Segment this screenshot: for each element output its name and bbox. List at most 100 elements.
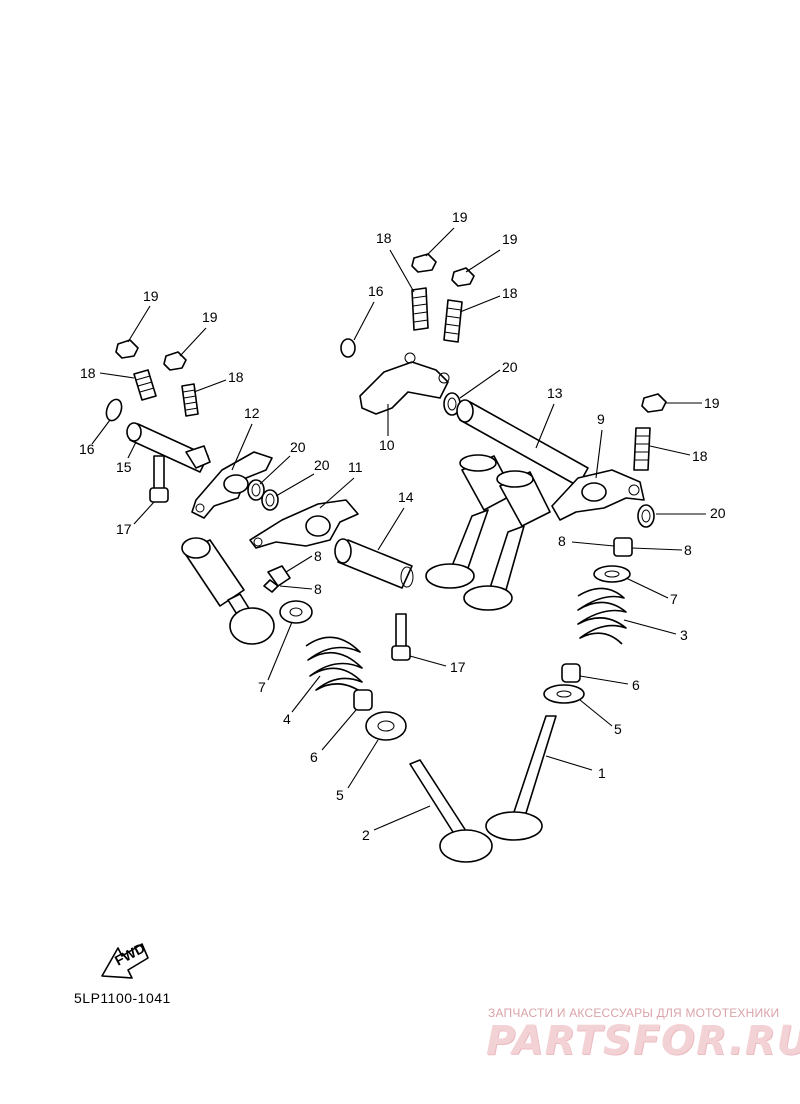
rocker-arm-9: [551, 469, 645, 521]
callout-19b: 19: [179, 309, 218, 357]
svg-text:20: 20: [314, 457, 330, 473]
spring-seat-5-left: [365, 711, 407, 741]
callout-3: 3: [623, 619, 688, 643]
svg-text:12: 12: [244, 405, 260, 421]
tappet-left: [181, 537, 275, 645]
svg-text:7: 7: [670, 591, 678, 607]
callout-11: 11: [319, 459, 363, 509]
svg-text:5: 5: [336, 787, 344, 803]
callout-17a: 17: [116, 501, 155, 537]
callout-19e: 19: [666, 395, 720, 411]
callout-18e: 18: [649, 445, 708, 464]
rocker-shaft-14: [334, 538, 414, 589]
retainer-7-left: [279, 600, 313, 624]
valve-spring-3: [577, 587, 627, 645]
callout-18d: 18: [459, 285, 518, 313]
callout-18b: 18: [193, 369, 244, 393]
retainer-7-right: [593, 565, 631, 583]
callout-10: 10: [379, 404, 395, 453]
bolt-17-right: [391, 613, 411, 661]
rocker-shaft-15: [126, 422, 211, 473]
callout-8d: 8: [631, 542, 692, 558]
callout-6b: 6: [310, 709, 357, 765]
stud-bolt-left-18b: [181, 383, 199, 417]
svg-text:19: 19: [202, 309, 218, 325]
svg-text:14: 14: [398, 489, 414, 505]
callout-20b: 20: [275, 457, 330, 497]
svg-text:20: 20: [710, 505, 726, 521]
callout-15: 15: [116, 441, 137, 475]
watermark-logo: PARTSFOR.RU: [486, 1018, 800, 1064]
callout-5b: 5: [336, 739, 379, 803]
svg-text:18: 18: [80, 365, 96, 381]
nut-left-19b: [163, 351, 187, 371]
svg-text:1: 1: [598, 765, 606, 781]
svg-text:18: 18: [502, 285, 518, 301]
svg-text:11: 11: [348, 459, 363, 475]
callout-9: 9: [595, 411, 605, 479]
svg-text:5: 5: [614, 721, 622, 737]
valve-2: [409, 759, 493, 863]
svg-text:18: 18: [692, 448, 708, 464]
bolt-17-left: [149, 455, 169, 503]
o-ring-16-center: [340, 338, 356, 358]
washer-20-left-a: [247, 479, 265, 501]
stud-bolt-18-center-b: [443, 299, 463, 343]
stud-bolt-18-right: [633, 427, 651, 471]
callout-20d: 20: [656, 505, 726, 521]
callout-7a: 7: [258, 621, 293, 695]
svg-text:16: 16: [368, 283, 384, 299]
svg-text:19: 19: [452, 209, 468, 225]
svg-text:3: 3: [680, 627, 688, 643]
svg-text:19: 19: [502, 231, 518, 247]
svg-text:19: 19: [704, 395, 720, 411]
svg-text:16: 16: [79, 441, 95, 457]
callout-18a: 18: [80, 365, 135, 381]
svg-text:17: 17: [450, 659, 466, 675]
stem-seal-6-left: [353, 689, 373, 711]
nut-left-19a: [115, 339, 139, 359]
tappet-center-a: [425, 454, 515, 589]
svg-text:8: 8: [314, 581, 322, 597]
nut-19-center-a: [411, 253, 437, 273]
watermark-caption: ЗАПЧАСТИ И АКСЕССУАРЫ ДЛЯ МОТОТЕХНИКИ: [488, 1006, 780, 1020]
callout-17b: 17: [409, 655, 466, 675]
svg-text:8: 8: [314, 548, 322, 564]
callout-16b: 16: [353, 283, 384, 341]
callout-13: 13: [535, 385, 563, 449]
callout-19a: 19: [127, 288, 159, 343]
washer-20-right: [637, 504, 655, 528]
callout-5a: 5: [579, 699, 622, 737]
tappet-center-b: [463, 470, 551, 611]
svg-text:9: 9: [597, 411, 605, 427]
svg-text:8: 8: [558, 533, 566, 549]
callout-8a: 8: [285, 548, 322, 573]
washer-20-left-b: [261, 489, 279, 511]
callout-19c: 19: [425, 209, 468, 257]
callout-12: 12: [231, 405, 260, 471]
svg-text:6: 6: [632, 677, 640, 693]
callout-6a: 6: [579, 675, 640, 693]
callout-1: 1: [545, 755, 606, 781]
stud-bolt-18-center-a: [411, 287, 429, 331]
svg-text:17: 17: [116, 521, 132, 537]
svg-text:20: 20: [502, 359, 518, 375]
valve-cotter-8-right: [613, 537, 633, 557]
rocker-arm-11: [249, 499, 359, 549]
callout-20a: 20: [259, 439, 306, 485]
svg-text:18: 18: [376, 230, 392, 246]
svg-text:10: 10: [379, 437, 395, 453]
nut-19-right: [641, 393, 667, 413]
svg-text:19: 19: [143, 288, 159, 304]
svg-text:2: 2: [362, 827, 370, 843]
fwd-arrow-icon: FWD: [101, 940, 149, 979]
callout-4: 4: [283, 675, 321, 727]
callout-16a: 16: [79, 419, 111, 457]
stem-seal-6-right: [561, 663, 581, 683]
rocker-holder-10: [359, 352, 450, 415]
valve-1: [485, 715, 557, 841]
callout-14: 14: [377, 489, 414, 551]
svg-text:18: 18: [228, 369, 244, 385]
svg-text:13: 13: [547, 385, 563, 401]
